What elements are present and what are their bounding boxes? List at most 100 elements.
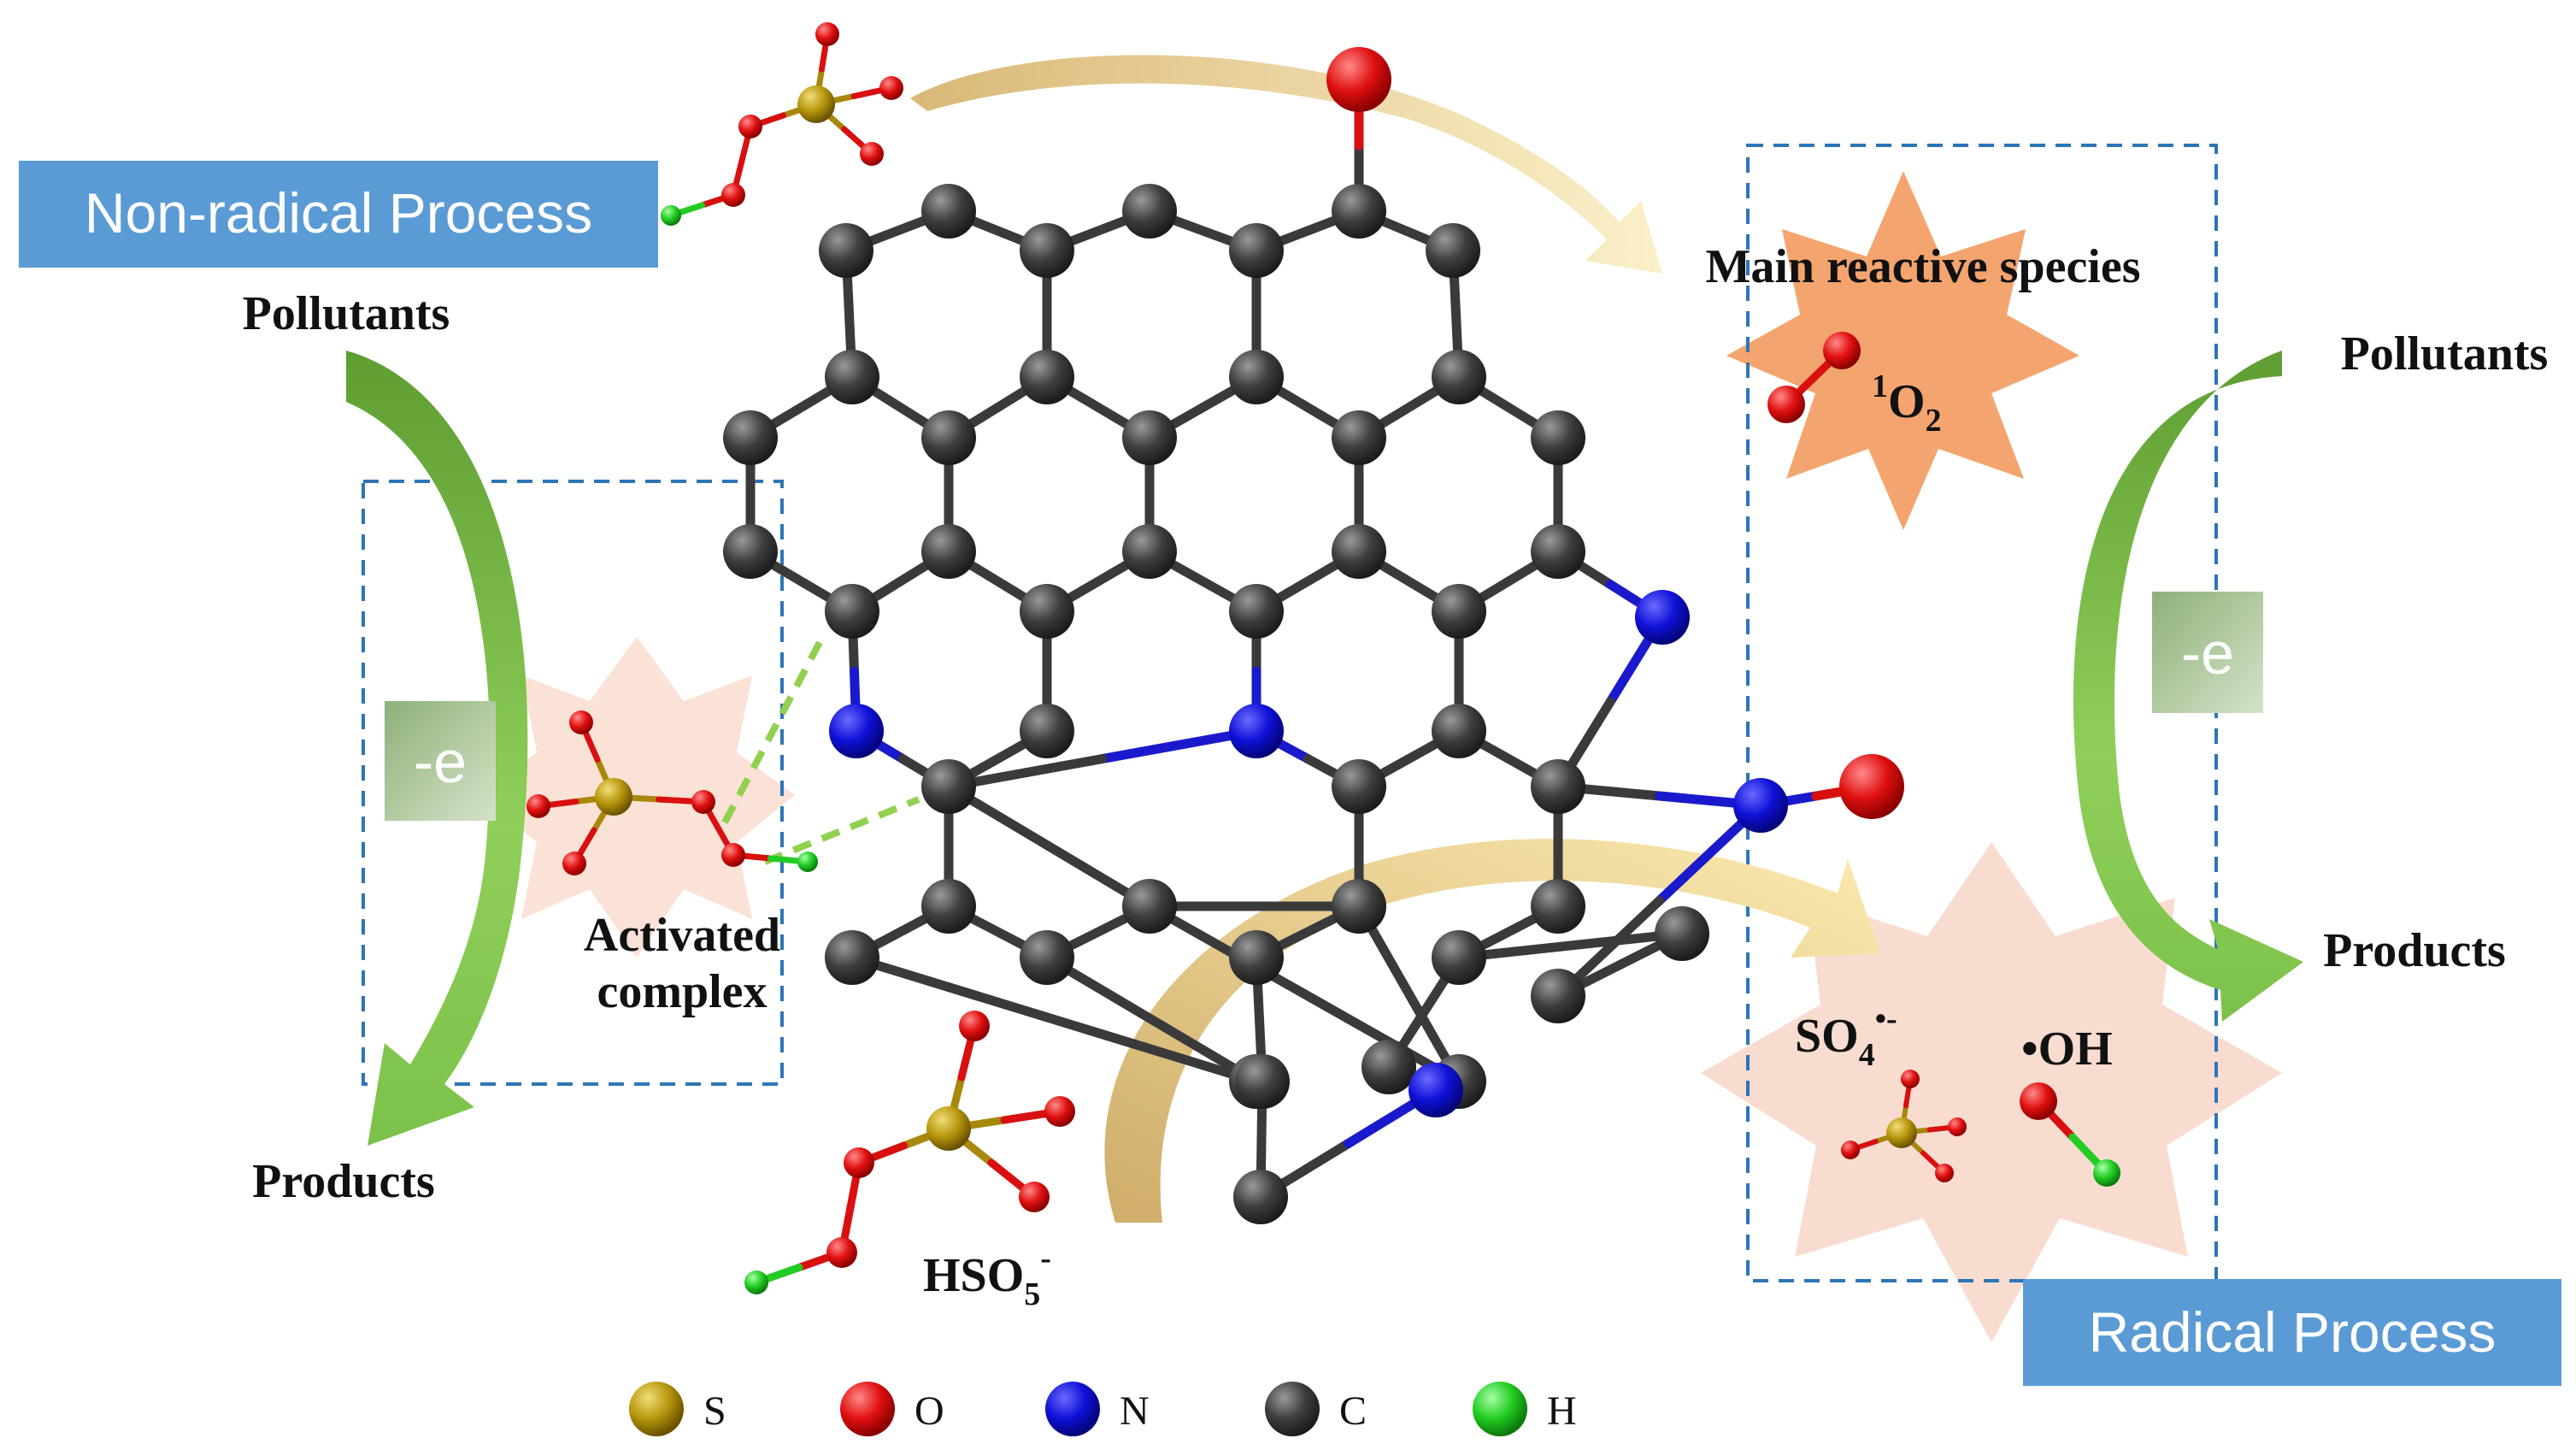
bond xyxy=(1354,901,1464,1087)
sulfate-radical-label: SO4•- xyxy=(1795,1001,1897,1073)
sulfur-atom xyxy=(595,778,632,816)
right-green-arrow xyxy=(2073,351,2303,1022)
carbon-atom xyxy=(1531,410,1585,465)
oxygen-atom xyxy=(1839,754,1904,819)
carbon-atom xyxy=(1229,350,1284,404)
products-right-label: Products xyxy=(2323,924,2506,977)
oxygen-atom xyxy=(815,22,839,46)
hydrogen-atom xyxy=(797,852,818,872)
hydrogen-atom xyxy=(744,1270,768,1294)
electron-box-right xyxy=(2152,592,2263,713)
bottom-tan-arrow xyxy=(1104,839,1880,1223)
carbon-atom xyxy=(1362,1040,1416,1094)
legend-carbon-swatch xyxy=(1265,1382,1320,1436)
bond xyxy=(1042,952,1262,1087)
carbon-atom xyxy=(1020,350,1074,404)
carbon-atom xyxy=(1020,223,1074,278)
legend-oxygen-swatch xyxy=(840,1382,895,1436)
nonradical-dashed-box xyxy=(362,480,784,1086)
sulfate-radical-base: SO xyxy=(1795,1010,1859,1063)
activated-complex-line1: Activated xyxy=(584,909,780,962)
nonradical-process-box xyxy=(19,161,658,268)
oxygen-atom xyxy=(860,142,884,166)
sulfur-atom xyxy=(1886,1117,1917,1148)
main-species-label: Main reactive species xyxy=(1705,240,2140,293)
bond xyxy=(847,952,1262,1087)
electron-box-left xyxy=(385,701,496,821)
oxygen-atom xyxy=(721,183,745,207)
carbon-atom xyxy=(1531,879,1585,934)
carbon-atom xyxy=(1432,350,1486,404)
sulfate-radical-sub: 4 xyxy=(1859,1037,1875,1073)
carbon-atom xyxy=(921,410,976,465)
radical-process-box xyxy=(2023,1279,2561,1386)
carbon-atom xyxy=(1432,930,1486,985)
carbon-atom xyxy=(1531,524,1585,579)
carbon-atom xyxy=(1122,524,1177,579)
oxygen-atom xyxy=(1019,1182,1050,1212)
oxygen-atom xyxy=(562,852,586,875)
radical-burst xyxy=(1701,842,2282,1342)
carbon-atom xyxy=(1332,184,1386,239)
nitrogen-atom xyxy=(1409,1063,1463,1117)
legend-nitrogen-swatch xyxy=(1045,1382,1100,1436)
carbon-atom xyxy=(1655,906,1709,961)
carbon-atom xyxy=(1332,759,1386,814)
radical-process-label: Radical Process xyxy=(2089,1300,2497,1364)
carbon-atom xyxy=(723,524,778,579)
carbon-atom xyxy=(1531,969,1585,1023)
oxygen-atom xyxy=(1767,386,1805,423)
singlet-oxygen-burst xyxy=(1726,171,2079,530)
activated-complex-line2: complex xyxy=(597,965,767,1018)
carbon-atom xyxy=(1432,584,1486,639)
carbon-atom xyxy=(1229,930,1284,985)
carbon-atom xyxy=(1020,704,1074,758)
carbon-atom xyxy=(1332,410,1386,465)
hso5-label: HSO5- xyxy=(923,1241,1051,1312)
legend-carbon-label: C xyxy=(1339,1388,1367,1434)
oxygen-atom xyxy=(1841,1141,1860,1159)
oxygen-atom xyxy=(879,76,903,100)
carbon-atom xyxy=(825,584,879,639)
pollutants-right-label: Pollutants xyxy=(2341,327,2549,380)
carbon-atom xyxy=(1122,879,1177,934)
carbon-atom xyxy=(921,524,976,579)
hydrogen-atom xyxy=(2093,1159,2120,1187)
singlet-oxygen-sup: 1 xyxy=(1872,368,1888,404)
carbon-atom xyxy=(921,184,976,239)
nitrogen-atom xyxy=(1635,590,1690,645)
oxygen-atom xyxy=(826,1237,857,1268)
carbon-atom xyxy=(1122,184,1177,239)
oxygen-atom xyxy=(1901,1070,1920,1088)
nitrogen-atom xyxy=(829,704,884,758)
legend-nitrogen-label: N xyxy=(1120,1388,1150,1434)
oxygen-atom xyxy=(738,115,762,139)
left-green-arrow xyxy=(346,351,528,1146)
singlet-oxygen-base: O xyxy=(1888,375,1926,428)
carbon-atom xyxy=(1020,584,1074,639)
singlet-oxygen-label: 1O2 xyxy=(1872,368,1942,439)
legend-sulfur-label: S xyxy=(703,1388,726,1434)
products-left-label: Products xyxy=(252,1155,435,1208)
oxygen-atom xyxy=(1326,47,1391,112)
sulfur-atom xyxy=(797,85,835,123)
hso5-sup: - xyxy=(1040,1241,1051,1276)
oxygen-atom xyxy=(569,710,593,734)
oxygen-atom xyxy=(691,790,715,814)
carbon-atom xyxy=(1332,879,1386,934)
hydrogen-atom xyxy=(661,205,681,226)
oxygen-atom xyxy=(1044,1096,1075,1127)
sulfur-atom xyxy=(926,1106,971,1151)
singlet-oxygen-sub: 2 xyxy=(1926,403,1942,439)
nitrogen-atom xyxy=(1229,704,1284,758)
carbon-atom xyxy=(1122,410,1177,465)
pollutants-left-label: Pollutants xyxy=(243,287,450,340)
interaction-line-2 xyxy=(763,796,920,865)
oxygen-atom xyxy=(959,1011,990,1041)
carbon-atom xyxy=(1233,1170,1288,1224)
interaction-line-1 xyxy=(721,631,828,824)
oxygen-atom xyxy=(844,1147,874,1178)
oxygen-atom xyxy=(2020,1082,2057,1120)
